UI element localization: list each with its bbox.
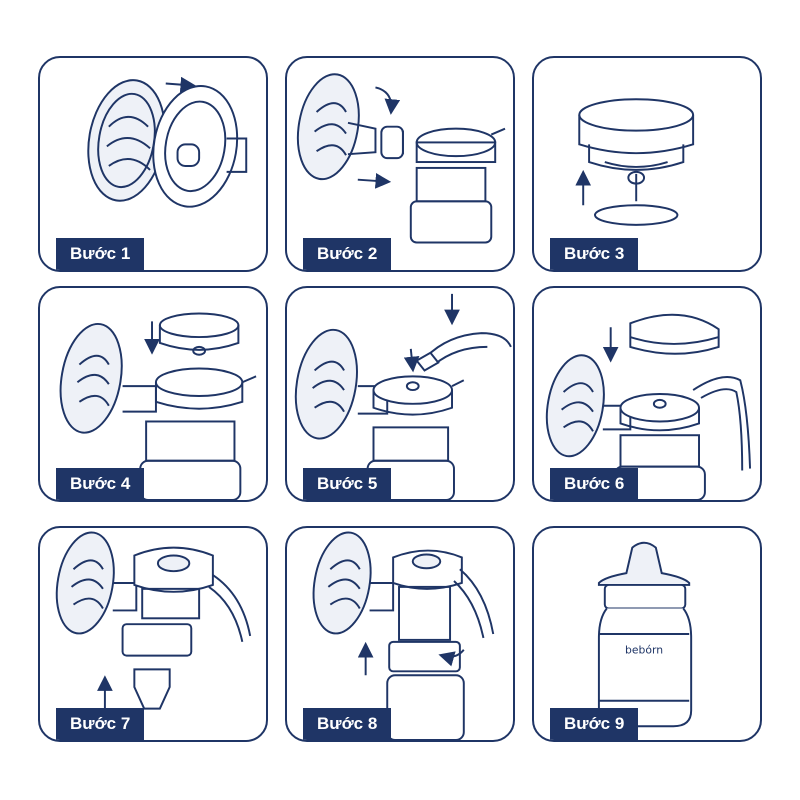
bottle-collar	[603, 583, 687, 610]
step-7-label: Bước 7	[56, 708, 145, 740]
step-2-panel: Bước 2	[285, 56, 515, 272]
step-7-panel: Bước 7	[38, 526, 268, 742]
step-5-illustration	[294, 293, 512, 500]
bottle-body	[597, 607, 693, 728]
step-6-panel: Bước 6	[532, 286, 762, 502]
bottle-nipple	[597, 541, 691, 586]
step-4-illustration	[59, 312, 257, 500]
step-1-label: Bước 1	[56, 238, 145, 270]
step-4-panel: Bước 4	[38, 286, 268, 502]
step-5-panel: Bước 5	[285, 286, 515, 502]
step-3-panel: Bước 3	[532, 56, 762, 272]
step-9-panel: bebórn Bước 9	[532, 526, 762, 742]
step-3-label: Bước 3	[550, 238, 639, 270]
step-6-illustration	[545, 313, 752, 500]
step-1-illustration	[87, 76, 248, 208]
step-9-label: Bước 9	[550, 708, 639, 740]
step-3-illustration	[575, 98, 695, 226]
step-1-panel: Bước 1	[38, 56, 268, 272]
step-8-illustration	[312, 531, 495, 740]
step-5-label: Bước 5	[303, 468, 392, 500]
step-8-label: Bước 8	[303, 708, 392, 740]
step-7-illustration	[55, 531, 252, 711]
bottle-brand-text: bebórn	[625, 644, 663, 657]
step-9-illustration: bebórn	[597, 541, 693, 728]
step-8-panel: Bước 8	[285, 526, 515, 742]
step-6-label: Bước 6	[550, 468, 639, 500]
step-2-label: Bước 2	[303, 238, 392, 270]
step-2-illustration	[296, 73, 506, 244]
step-4-label: Bước 4	[56, 468, 145, 500]
